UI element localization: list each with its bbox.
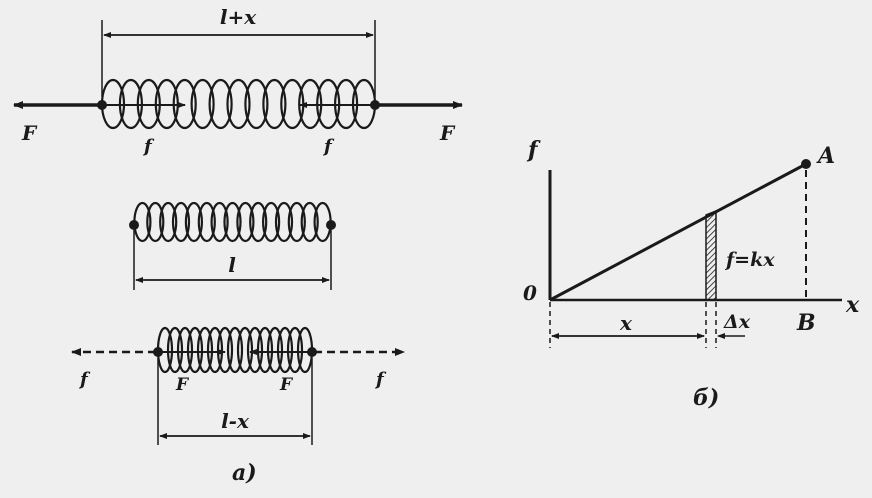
compressed-inner-force-right-label: F (279, 375, 294, 395)
spring-coil (226, 78, 251, 130)
stretched-inner-force-right-label: f (322, 136, 335, 157)
relaxed-end-dot-left (129, 220, 139, 230)
spring-coil (210, 201, 229, 243)
force-graph-group: f x 0 A f=kx B x Δx б) (523, 137, 860, 411)
x-segment-label: x (619, 311, 633, 335)
compressed-inner-force-left-label: F (175, 375, 190, 395)
spring-coil (186, 326, 204, 374)
relaxed-spring-group: l (129, 201, 336, 290)
spring-coil (287, 201, 306, 243)
compressed-end-dot-right (307, 347, 317, 357)
spring-coil (176, 326, 194, 374)
spring-coil (262, 78, 287, 130)
spring-coil (196, 326, 214, 374)
hatched-strip (705, 209, 717, 301)
spring-coil (276, 326, 294, 374)
spring-coil (246, 326, 264, 374)
compressed-end-dot-left (153, 347, 163, 357)
origin-label: 0 (523, 281, 537, 305)
point-a-label: A (816, 143, 835, 169)
stretched-spring-group: l+x F F f f (13, 5, 463, 157)
stretched-end-dot-right (370, 100, 380, 110)
panel-a-caption: a) (232, 460, 257, 486)
compressed-length-label: l-x (221, 409, 250, 433)
spring-coil (208, 78, 233, 130)
spring-coil (249, 201, 268, 243)
spring-coil (244, 78, 269, 130)
y-axis-label: f (526, 137, 541, 163)
spring-coil (226, 326, 244, 374)
spring-coil (197, 201, 216, 243)
panel-b-caption: б) (693, 385, 719, 411)
spring-coil (274, 201, 294, 243)
point-b-label: B (796, 310, 816, 336)
compressed-outer-force-right-label: f (374, 369, 387, 390)
spring-coil (223, 201, 242, 243)
relaxed-spring-coils (133, 201, 332, 243)
force-line-label: f=kx (724, 249, 775, 271)
spring-coil (159, 201, 178, 243)
x-axis-label: x (845, 292, 860, 318)
point-a-dot (801, 159, 811, 169)
compressed-outer-force-left-label: f (78, 369, 91, 390)
spring-coil (262, 201, 281, 243)
stretched-outer-force-right-label: F (439, 121, 456, 145)
spring-coil (266, 326, 284, 374)
stretched-end-dot-left (97, 100, 107, 110)
spring-coil (286, 326, 304, 374)
stretched-length-label: l+x (220, 5, 257, 29)
stretched-outer-force-left-label: F (21, 121, 38, 145)
spring-coil (256, 326, 274, 374)
compressed-spring-coils (156, 326, 314, 374)
spring-coil (171, 201, 191, 243)
spring-coil (190, 78, 215, 130)
spring-coil (146, 201, 165, 243)
stretched-inner-force-left-label: f (142, 136, 155, 157)
spring-coil (300, 201, 319, 243)
spring-coil (236, 201, 255, 243)
force-line (549, 162, 807, 302)
spring-coil (184, 201, 203, 243)
dx-label: Δx (723, 311, 751, 333)
compressed-spring-group: f f F F l-x (71, 326, 405, 445)
spring-coil (166, 326, 184, 374)
relaxed-end-dot-right (326, 220, 336, 230)
relaxed-length-label: l (228, 253, 236, 277)
